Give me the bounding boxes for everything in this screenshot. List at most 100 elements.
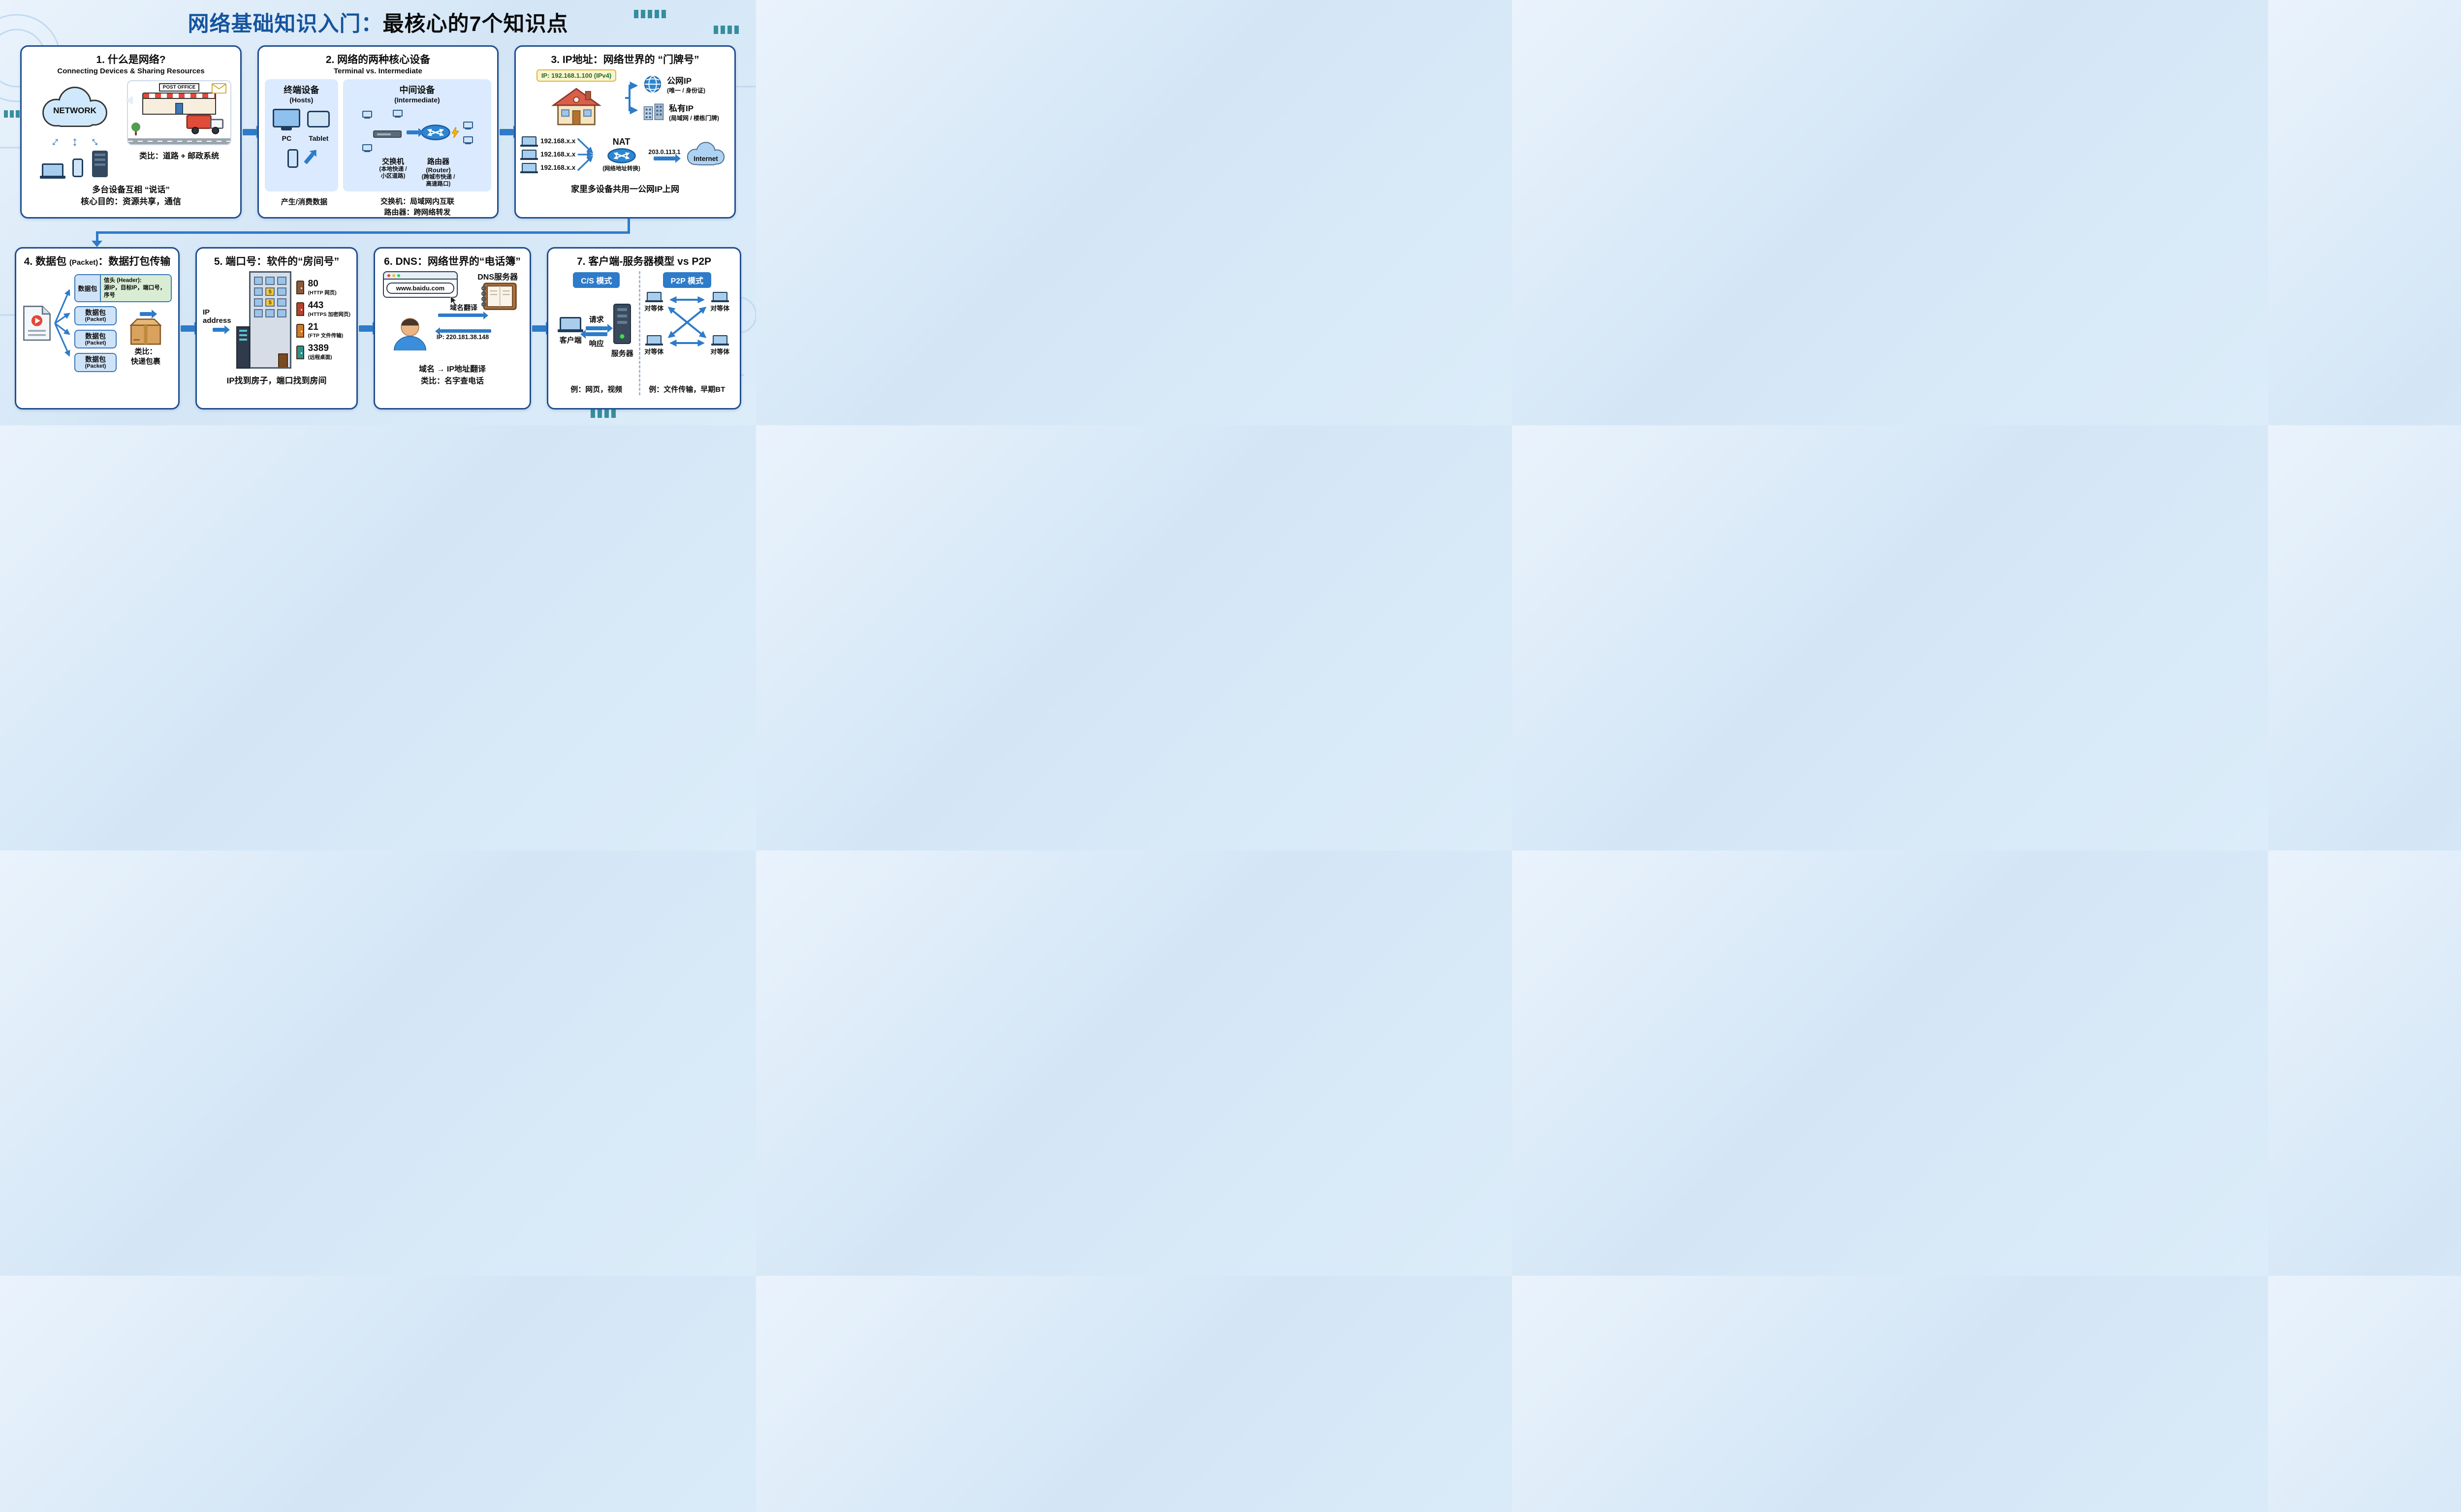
window: [253, 309, 263, 317]
switch-note1: (本地快递 /: [379, 166, 407, 173]
port-item: 3389 (远程桌面): [296, 344, 350, 361]
buildings-icon: [643, 103, 664, 121]
packet-column: 数据包 (Packet) 数据包 (Packet) 数据包 (Packet): [74, 306, 117, 373]
right-arrow-icon: [438, 314, 483, 317]
server-label: 服务器: [611, 349, 633, 358]
peer-node: 对等体: [640, 292, 668, 313]
lan-ip: 192.168.x.x: [540, 137, 576, 145]
cs-graphic: 客户端 请求 响应 服务器: [558, 304, 633, 358]
flow-arrow-6-7: [532, 325, 546, 332]
intermediate-subtitle: (Intermediate): [394, 96, 440, 104]
left-arrow-icon: [440, 329, 491, 333]
packet-en: (Packet): [85, 316, 106, 322]
private-ip-note: (局域网 / 楼栋门牌): [669, 115, 719, 122]
laptop-icon: [645, 335, 663, 346]
intermediate-labels: 交换机 (本地快递 / 小区道路) 路由器 (Router) (跨城市快递 / …: [347, 157, 487, 188]
up-down-arrow-icon: ↕: [87, 133, 101, 149]
lightning-icon: [451, 126, 459, 138]
packet-label: 数据包: [85, 332, 106, 340]
right-arrow-icon: [653, 156, 675, 160]
private-ip-item: 私有IP (局域网 / 楼栋门牌): [643, 101, 719, 122]
packet-label: 数据包: [85, 355, 106, 364]
private-ip-text: 私有IP (局域网 / 楼栋门牌): [669, 101, 719, 122]
public-ip-item: 公网IP (唯一 / 身份证): [643, 74, 719, 94]
window: [265, 277, 275, 285]
panel6-caption-1: 域名 → IP地址翻译: [418, 365, 486, 374]
panel7-heading: 7. 客户端-服务器模型 vs P2P: [576, 256, 712, 267]
peer-label: 对等体: [710, 348, 730, 355]
post-office-facade: [142, 99, 216, 115]
lan-device: 192.168.x.x: [520, 150, 575, 160]
panel4-body: 数据包 信头 (Header): 源IP，目标IP，端口号，序号 数据包 (Pa…: [22, 274, 172, 373]
window: [253, 287, 263, 296]
remote-pcs: [463, 122, 473, 143]
panel3-heading: 3. IP地址：网络世界的 “门牌号”: [551, 54, 699, 65]
post-office-awning: [142, 93, 216, 99]
panel4-heading-en: (Packet): [69, 258, 98, 267]
post-office-sign: POST OFFICE: [158, 83, 200, 92]
flow-arrow-1-2: [243, 128, 256, 135]
door-icon: [296, 302, 304, 316]
network-cloud-label: NETWORK: [53, 106, 96, 116]
building: $ $: [249, 271, 291, 369]
port-number: 21: [308, 321, 318, 332]
post-office-door: [175, 103, 183, 114]
packet-header-fields: 信头 (Header): 源IP，目标IP，端口号，序号: [101, 275, 171, 301]
page-title: 网络基础知识入门：最核心的7个知识点: [0, 7, 756, 37]
connector-arrowhead: [92, 241, 102, 247]
page-title-rest: 最核心的7个知识点: [382, 12, 568, 36]
laptop-icon: [711, 335, 729, 346]
panel6-body: www.baidu.com DNS服务器: [381, 270, 524, 387]
panel1-analogy: 类比：道路 + 邮政系统: [139, 152, 220, 160]
door-icon: [296, 323, 304, 338]
peer-node: 对等体: [706, 292, 734, 313]
window-dollar: $: [265, 287, 275, 296]
network-cloud: NETWORK: [35, 80, 114, 134]
window: [277, 298, 286, 307]
door-icon: [296, 345, 304, 359]
panel4-heading: 4. 数据包 (Packet)：数据打包传输: [22, 253, 172, 268]
converging-arrows: [577, 138, 594, 171]
cursor-icon: [450, 295, 457, 308]
browser-titlebar: [383, 271, 458, 279]
request-arrow-icon: [585, 326, 607, 330]
panel5-body: IP address $ $: [203, 271, 350, 369]
pc-icon: [273, 109, 301, 127]
public-ip-text: 公网IP (唯一 / 身份证): [667, 74, 705, 94]
flow-arrow-5-6: [359, 325, 373, 332]
client-label: 客户端: [559, 336, 582, 345]
panel2-heading: 2. 网络的两种核心设备: [325, 54, 431, 65]
public-ip-note: (唯一 / 身份证): [667, 87, 705, 94]
pc-item: PC: [273, 109, 301, 142]
fork-arrows: [625, 81, 638, 115]
port-desc: (FTP 文件传输): [308, 333, 344, 339]
device-row: [40, 150, 108, 179]
port-number: 443: [308, 300, 324, 311]
panel2-captions: 产生/消费数据 交换机：局域网内互联 路由器：跨网络转发: [265, 196, 491, 217]
router-group: [420, 124, 459, 141]
port-item: 443 (HTTPS 加密网页): [296, 300, 350, 318]
panel-7-client-server-p2p: 7. 客户端-服务器模型 vs P2P C/S 模式 客户端 请求 响应: [547, 247, 741, 410]
laptop-icon: [645, 292, 663, 302]
nat-note: (网络地址转换): [602, 165, 640, 172]
port-desc: (远程桌面): [308, 354, 332, 361]
window-dot-green: [397, 274, 400, 277]
laptop-icon: [520, 136, 538, 147]
port-number: 3389: [308, 343, 329, 354]
fan-arrows: [54, 288, 70, 357]
pc-icon: [392, 110, 403, 117]
right-arrow-icon: [212, 328, 224, 332]
up-down-arrow-icon: ↕: [48, 133, 63, 149]
connector-line: [96, 219, 630, 234]
building-door: [278, 353, 288, 367]
panel2-subtitle: Terminal vs. Intermediate: [334, 67, 422, 75]
nat-group: NAT (网络地址转换): [597, 137, 646, 172]
connector-stub: [96, 234, 98, 242]
intermediate-caption: 交换机：局域网内互联 路由器：跨网络转发: [344, 196, 491, 217]
building-graphic: $ $: [236, 271, 291, 369]
window: [277, 277, 286, 285]
switch-label-group: 交换机 (本地快递 / 小区道路): [379, 157, 407, 188]
switch-caption: 交换机：局域网内互联: [380, 197, 454, 206]
laptop-icon: [520, 163, 538, 174]
pc-icon: [463, 136, 473, 143]
